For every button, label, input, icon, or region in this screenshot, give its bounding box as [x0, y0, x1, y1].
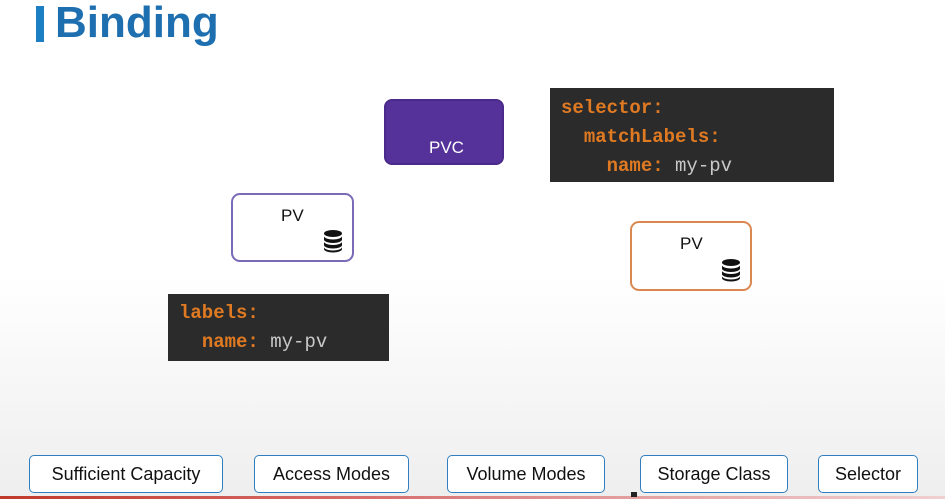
pvc-label: PVC: [429, 138, 464, 157]
selector-code-block: selector: matchLabels: name: my-pv: [550, 88, 834, 182]
database-icon: [324, 230, 342, 253]
criteria-sufficient-capacity: Sufficient Capacity: [29, 455, 223, 493]
code-key-selector: selector:: [561, 97, 664, 119]
code-key-name: name:: [606, 155, 664, 177]
criteria-access-modes: Access Modes: [254, 455, 409, 493]
pv-right-label: PV: [680, 234, 703, 253]
criteria-selector: Selector: [818, 455, 918, 493]
mouse-cursor: [631, 492, 637, 497]
video-progress-bar[interactable]: [0, 496, 945, 499]
code-value-name: my-pv: [270, 331, 328, 353]
code-key-labels: labels:: [179, 302, 259, 324]
criteria-storage-class: Storage Class: [640, 455, 788, 493]
database-icon: [722, 259, 740, 282]
pv-box-left: PV: [231, 193, 354, 262]
title-accent-bar: [36, 6, 44, 42]
code-key-name: name:: [201, 331, 259, 353]
code-value-name: my-pv: [675, 155, 733, 177]
pvc-box: PVC: [384, 99, 504, 165]
code-key-matchlabels: matchLabels:: [583, 126, 721, 148]
criteria-volume-modes: Volume Modes: [447, 455, 605, 493]
slide-title: Binding: [55, 0, 219, 47]
pv-left-label: PV: [281, 206, 304, 225]
pv-box-right: PV: [630, 221, 752, 291]
labels-code-block: labels: name: my-pv: [168, 294, 389, 361]
